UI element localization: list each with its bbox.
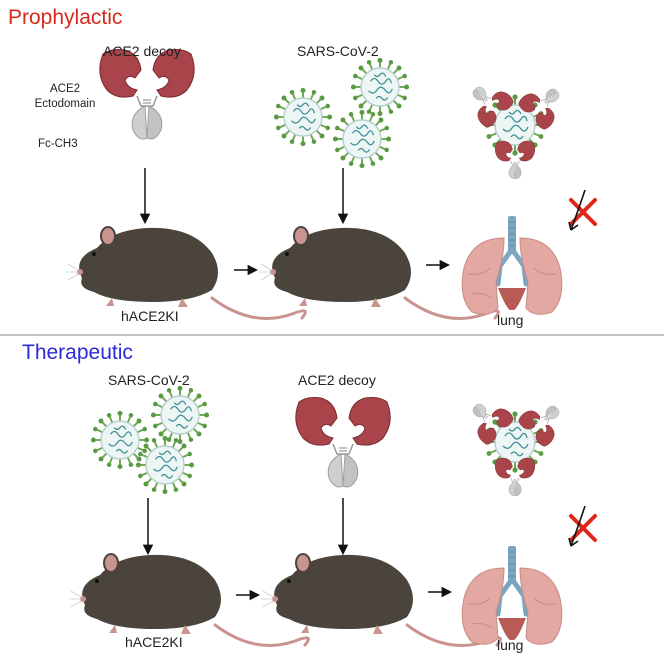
virus-icon — [349, 56, 411, 118]
prophylactic-mouse-label: hACE2KI — [121, 308, 179, 324]
virus-icon — [149, 384, 211, 446]
prophylactic-title: Prophylactic — [8, 6, 123, 29]
virus-icon — [89, 409, 151, 471]
virus-icon — [134, 434, 196, 496]
mouse-icon — [257, 225, 500, 320]
ectodomain-label: ACE2 Ectodomain — [30, 82, 100, 112]
mouse-icon — [64, 225, 307, 320]
prophylactic-decoy-label: ACE2 decoy — [103, 43, 181, 59]
prophylactic-virus-cluster — [272, 56, 411, 170]
virus-icon — [272, 86, 334, 148]
therapeutic-virus-cluster — [89, 384, 211, 496]
prophylactic-lung-label: lung — [497, 312, 524, 328]
prophylactic-virus-label: SARS-CoV-2 — [297, 43, 379, 59]
cross-icon — [567, 188, 597, 232]
virus-icon — [331, 108, 393, 170]
fc-label: Fc-CH3 — [38, 138, 78, 150]
ectodomain-label-line1: ACE2 — [49, 83, 81, 95]
prophylactic-neutralized-complex-icon — [461, 75, 571, 179]
prophylactic-decoy-icon — [99, 48, 195, 140]
therapeutic-mouse-label: hACE2KI — [125, 634, 183, 650]
therapeutic-virus-label: SARS-CoV-2 — [108, 372, 190, 388]
therapeutic-lung-label: lung — [497, 637, 524, 653]
lung-icon — [462, 546, 562, 644]
cross-icon — [567, 504, 597, 548]
therapeutic-decoy-label: ACE2 decoy — [298, 372, 376, 388]
therapeutic-decoy-icon — [295, 396, 391, 488]
ectodomain-label-line2: Ectodomain — [34, 98, 96, 110]
therapeutic-neutralized-complex-icon — [461, 392, 571, 496]
therapeutic-title: Therapeutic — [22, 341, 133, 364]
lung-icon — [462, 216, 562, 314]
